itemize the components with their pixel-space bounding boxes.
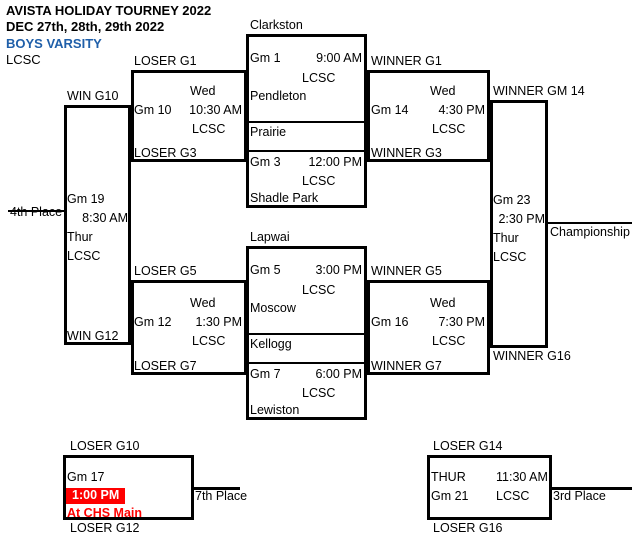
slot-loser-g14: LOSER G14 <box>433 439 503 453</box>
slot-loser-g5: LOSER G5 <box>134 264 197 278</box>
game-17-time: 1:00 PM <box>66 488 126 504</box>
game-1-venue: LCSC <box>302 71 336 85</box>
slot-loser-g3: LOSER G3 <box>134 146 197 160</box>
game-3-id: Gm 3 <box>250 155 281 169</box>
placement-third: 3rd Place <box>553 489 606 503</box>
divider-gm1-prairie <box>246 121 367 123</box>
game-5-id: Gm 5 <box>250 263 281 277</box>
placement-championship: Championship <box>550 225 630 239</box>
game-12-day: Wed <box>190 296 216 310</box>
game-23-day: Thur <box>493 231 519 245</box>
divider-gm5-kellogg <box>246 333 367 335</box>
team-lapwai: Lapwai <box>250 230 290 244</box>
division-label: BOYS VARSITY <box>6 36 102 51</box>
game-16-id: Gm 16 <box>371 315 409 329</box>
team-pendleton: Pendleton <box>250 89 307 103</box>
game-14-day: Wed <box>430 84 456 98</box>
team-moscow: Moscow <box>250 301 296 315</box>
championship-line <box>548 222 632 224</box>
game-19-day: Thur <box>67 230 93 244</box>
divider-prairie-gm3 <box>246 150 367 152</box>
game-12-id: Gm 12 <box>134 315 172 329</box>
slot-winner-g1: WINNER G1 <box>371 54 442 68</box>
game-12-time: 1:30 PM <box>195 315 242 329</box>
tourney-dates: DEC 27th, 28th, 29th 2022 <box>6 19 165 34</box>
slot-loser-g10: LOSER G10 <box>70 439 140 453</box>
game-7-venue: LCSC <box>302 386 336 400</box>
game-17-id: Gm 17 <box>67 470 105 484</box>
game-16-venue: LCSC <box>432 334 466 348</box>
game-19-id: Gm 19 <box>67 192 105 206</box>
slot-winner-g5: WINNER G5 <box>371 264 442 278</box>
slot-winner-g7: WINNER G7 <box>371 359 442 373</box>
game-7-id: Gm 7 <box>250 367 281 381</box>
slot-win-g10: WIN G10 <box>67 89 119 103</box>
game-3-venue: LCSC <box>302 174 336 188</box>
game-21-time: 11:30 AM <box>496 470 548 484</box>
game-1-id: Gm 1 <box>250 51 281 65</box>
slot-winner-g16: WINNER G16 <box>493 349 571 363</box>
game-14-box <box>367 70 490 162</box>
slot-loser-g7: LOSER G7 <box>134 359 197 373</box>
slot-loser-g12: LOSER G12 <box>70 521 140 535</box>
slot-winner-gm14: WINNER GM 14 <box>493 84 585 98</box>
game-21-venue: LCSC <box>496 489 530 503</box>
game-17-box <box>63 455 194 520</box>
team-kellogg: Kellogg <box>250 337 292 351</box>
team-clarkston: Clarkston <box>250 18 303 32</box>
game-3-time: 12:00 PM <box>308 155 362 169</box>
divider-kellogg-gm7 <box>246 362 367 364</box>
game-21-day: THUR <box>431 470 466 484</box>
team-lewiston: Lewiston <box>250 403 300 417</box>
game-14-time: 4:30 PM <box>438 103 485 117</box>
game-14-id: Gm 14 <box>371 103 409 117</box>
slot-win-g12: WIN G12 <box>67 329 119 343</box>
fourth-place-line <box>8 210 65 212</box>
game-10-venue: LCSC <box>192 122 226 136</box>
game-10-box <box>131 70 247 162</box>
game-14-venue: LCSC <box>432 122 466 136</box>
game-21-id: Gm 21 <box>431 489 469 503</box>
game-10-id: Gm 10 <box>134 103 172 117</box>
game-5-time: 3:00 PM <box>315 263 362 277</box>
game-10-time: 10:30 AM <box>189 103 242 117</box>
game-12-box <box>131 280 247 375</box>
game-23-box <box>490 100 548 348</box>
game-1-time: 9:00 AM <box>316 51 362 65</box>
game-23-venue: LCSC <box>493 250 527 264</box>
seventh-place-line <box>194 487 240 490</box>
slot-winner-g3: WINNER G3 <box>371 146 442 160</box>
game-12-venue: LCSC <box>192 334 226 348</box>
game-17-venue: At CHS Main <box>67 506 142 520</box>
game-19-time: 8:30 AM <box>82 211 128 225</box>
slot-loser-g16: LOSER G16 <box>433 521 503 535</box>
tourney-title: AVISTA HOLIDAY TOURNEY 2022 <box>6 3 212 18</box>
game-19-venue: LCSC <box>67 249 101 263</box>
game-16-day: Wed <box>430 296 456 310</box>
third-place-line <box>552 487 632 490</box>
game-21-box <box>427 455 552 520</box>
venue-label: LCSC <box>6 52 41 67</box>
game-23-id: Gm 23 <box>493 193 531 207</box>
game-23-time: 2:30 PM <box>498 212 545 226</box>
team-prairie: Prairie <box>250 125 287 139</box>
slot-loser-g1: LOSER G1 <box>134 54 197 68</box>
game-7-time: 6:00 PM <box>315 367 362 381</box>
game-16-box <box>367 280 490 375</box>
game-16-time: 7:30 PM <box>438 315 485 329</box>
placement-seventh: 7th Place <box>195 489 248 503</box>
placement-fourth: 4th Place <box>10 205 63 219</box>
game-10-day: Wed <box>190 84 216 98</box>
team-shadle-park: Shadle Park <box>250 191 319 205</box>
game-5-venue: LCSC <box>302 283 336 297</box>
game-19-box <box>64 105 131 345</box>
